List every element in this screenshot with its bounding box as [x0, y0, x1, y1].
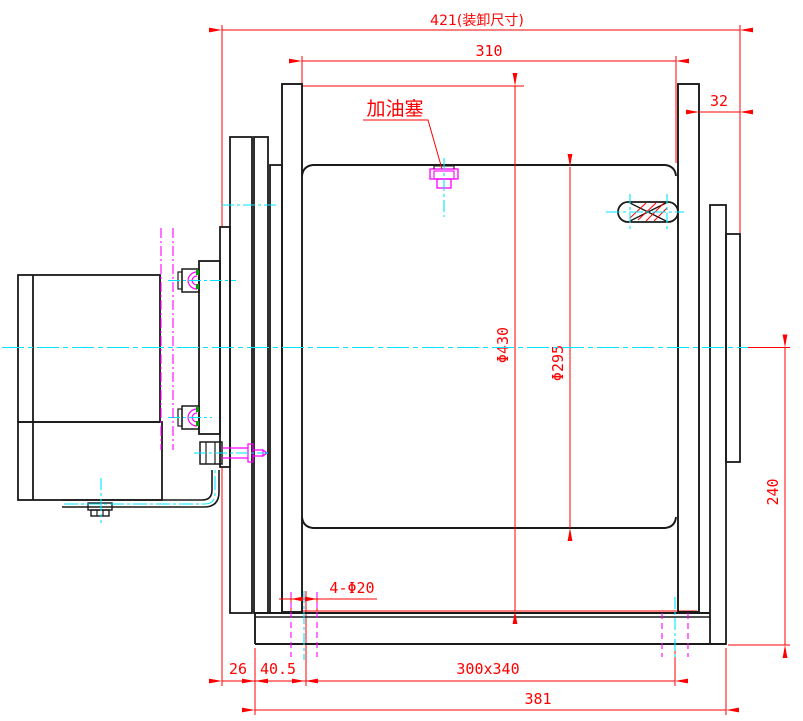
- drum-barrel-top: [301, 164, 677, 177]
- hole-callout-arrows: [291, 596, 317, 602]
- dim-drum-length-text: 310: [475, 42, 502, 60]
- dim-side-plate-text: 32: [710, 92, 728, 110]
- dimension-texts: 421(装卸尺寸) 310 32 Φ430 Φ295 240 4-Φ20 26 …: [229, 13, 782, 708]
- dim-overall-text: 421(装卸尺寸): [430, 13, 524, 29]
- hidden-lines: [160, 228, 689, 657]
- dim-flange-diameter-text: Φ430: [494, 327, 512, 363]
- mounting-bracket: [62, 470, 220, 508]
- frame-bracket-plate-right: [709, 204, 727, 645]
- right-frame-plates: [709, 204, 741, 645]
- centerlines: [2, 158, 748, 660]
- oil-plug-leader-line: [363, 119, 443, 170]
- dim-height-text: 240: [764, 478, 782, 505]
- motor-assembly: [17, 274, 163, 517]
- dim-hole-pattern-text: 300x340: [456, 660, 519, 678]
- bracket-centerline: [64, 470, 216, 505]
- dim-hole-offset-text: 40.5: [260, 660, 296, 678]
- dim-bracket-offset-text: 26: [229, 660, 247, 678]
- dim-base-length-text: 381: [524, 690, 551, 708]
- motor-lower-block: [17, 421, 163, 501]
- frame-side-plate-left: [269, 164, 283, 614]
- support-plate-outer: [229, 136, 253, 614]
- washer-marks: [196, 270, 199, 426]
- bearing-support-plates: [198, 136, 283, 614]
- motor-body: [17, 274, 161, 423]
- hole-callout-text: 4-Φ20: [329, 579, 374, 597]
- dim-drum-diameter-text: Φ295: [549, 345, 567, 381]
- support-plate-inner: [253, 136, 269, 614]
- dimension-extension-lines: [221, 25, 790, 715]
- oil-plug-label: 加油塞: [366, 98, 423, 120]
- base-plate: [254, 612, 726, 645]
- drum-barrel-bottom: [301, 516, 677, 529]
